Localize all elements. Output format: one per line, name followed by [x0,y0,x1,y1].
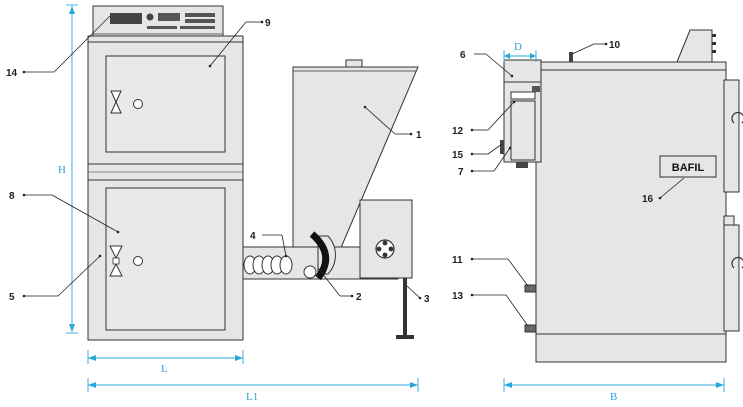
boiler-side-view: BAFIL [500,29,743,363]
brand-plate [659,155,717,178]
hopper-lid [345,59,363,68]
return-fitting [524,284,537,293]
side-base [535,333,727,363]
burner-connector [510,91,536,100]
boiler-front-view [87,5,244,341]
control-button-row [180,26,215,29]
upper-door [105,55,226,153]
callout-10: 10 [609,40,621,51]
top-valve [569,52,573,62]
burner-inner [510,100,536,161]
support-foot [396,335,414,339]
callout-6: 6 [460,50,466,61]
auger-screw-icon [243,255,293,275]
support-leg [403,278,407,336]
callout-1: 1 [416,130,422,141]
dim-h-label: H [58,164,66,176]
pellet-feeder-front-view [242,59,419,339]
flue-outlet [676,29,713,63]
flue-clips [712,34,716,53]
callout-15: 15 [452,150,464,161]
callout-5: 5 [9,292,15,303]
control-knob [146,13,154,21]
control-button [185,19,215,23]
callout-14: 14 [6,68,18,79]
dimension-lines: H L L1 D B [58,4,725,403]
burner-clip [500,140,504,154]
control-button-row [147,26,177,29]
upper-door-handle-icon [110,90,122,114]
dim-l-label: L [161,363,168,375]
callout-11: 11 [452,255,463,266]
callout-labels: 14 9 8 5 1 4 2 3 6 10 12 15 7 16 11 13 [6,18,654,305]
control-indicator [158,13,180,21]
motor-box [359,199,413,279]
lower-door [105,187,226,331]
callout-9: 9 [265,18,271,29]
dim-d-label: D [514,41,522,53]
control-button [185,13,215,17]
callout-leaders [22,15,685,327]
fan-icon [375,239,395,259]
callout-16: 16 [642,194,654,205]
callout-3: 3 [424,294,430,305]
auger-motor-arc [309,231,330,281]
auger-shaft [303,265,317,279]
hinge-icon [731,112,743,269]
callout-12: 12 [452,126,464,137]
callout-4: 4 [250,231,256,242]
control-display [110,13,142,24]
burner-top [503,59,542,83]
callout-8: 8 [9,191,15,202]
drain-fitting [524,324,537,333]
upper-door-peephole [133,99,143,109]
fan-blades-icon [376,240,394,258]
side-body [535,69,727,335]
callout-2: 2 [356,292,362,303]
callout-13: 13 [452,291,464,302]
brand-plate-text: BAFIL [672,162,705,174]
lower-door-handle-icon [109,245,123,277]
dim-b-label: B [610,391,617,403]
lower-door-peephole [133,256,143,266]
callout-7: 7 [458,167,464,178]
burner-foot [516,162,528,168]
dim-l1-label: L1 [246,391,258,403]
